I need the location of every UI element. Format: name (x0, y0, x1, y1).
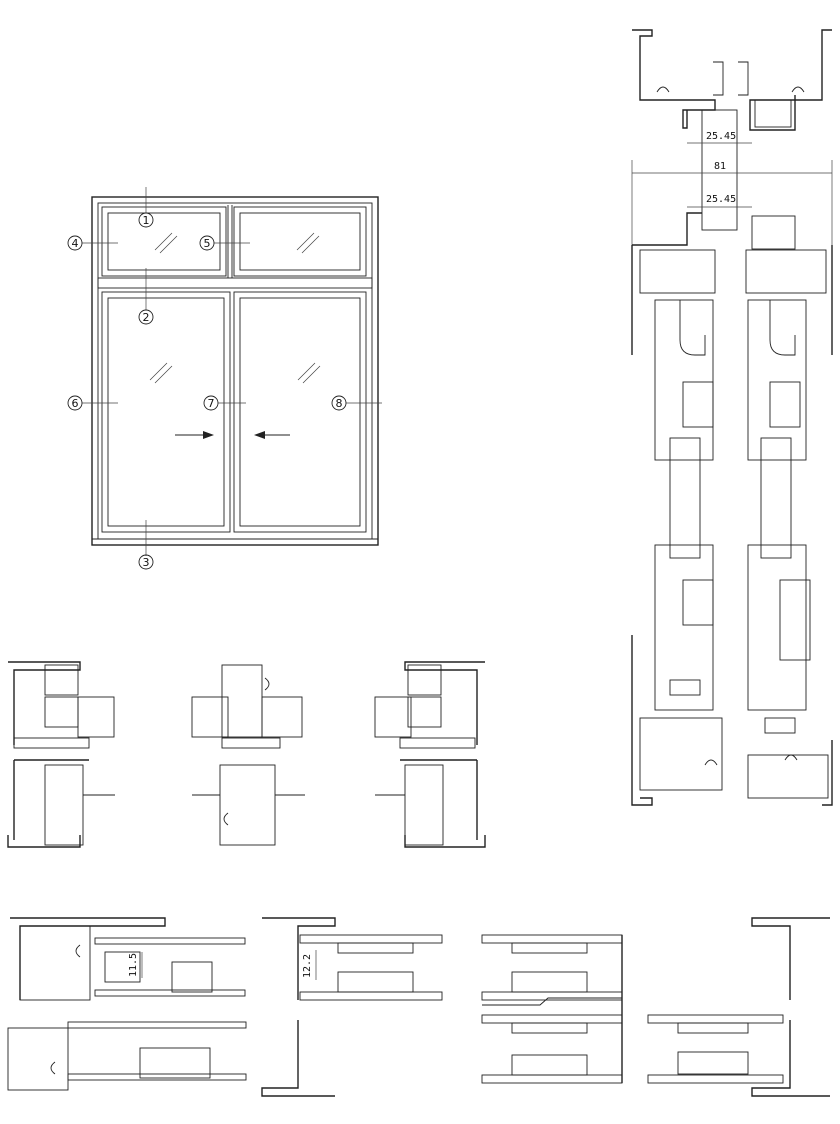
slide-arrow-left-icon (254, 431, 290, 439)
svg-text:4: 4 (72, 237, 79, 250)
glass-hatch-icons (149, 232, 321, 384)
svg-text:25.45: 25.45 (706, 131, 736, 142)
section-bottom-3 (481, 934, 623, 1084)
section-bottom-4 (647, 917, 830, 1097)
section-center-mullion (191, 664, 305, 846)
section-bottom-1: 11.5 (7, 917, 247, 1091)
callout-2: 2 (138, 309, 154, 325)
callout-5: 5 (199, 235, 215, 251)
svg-text:1: 1 (143, 214, 150, 227)
window-elevation (82, 187, 382, 556)
svg-text:81: 81 (714, 161, 726, 172)
svg-text:6: 6 (72, 397, 79, 410)
svg-text:2: 2 (143, 311, 150, 324)
section-bottom-2: 12.2 (261, 917, 443, 1097)
callout-4: 4 (67, 235, 83, 251)
svg-text:12.2: 12.2 (302, 954, 313, 978)
callout-7: 7 (203, 395, 219, 411)
svg-text:11.5: 11.5 (128, 953, 139, 977)
vertical-section: 25.45 81 25.45 (631, 29, 833, 806)
callout-1: 1 (138, 212, 154, 228)
svg-text:7: 7 (208, 397, 215, 410)
svg-text:25.45: 25.45 (706, 194, 736, 205)
section-left-jamb (7, 661, 115, 848)
callout-6: 6 (67, 395, 83, 411)
svg-text:8: 8 (336, 397, 343, 410)
svg-text:5: 5 (204, 237, 211, 250)
callout-8: 8 (331, 395, 347, 411)
svg-text:3: 3 (143, 556, 150, 569)
section-right-jamb (374, 661, 486, 848)
callout-3: 3 (138, 554, 154, 570)
slide-arrow-right-icon (175, 431, 214, 439)
